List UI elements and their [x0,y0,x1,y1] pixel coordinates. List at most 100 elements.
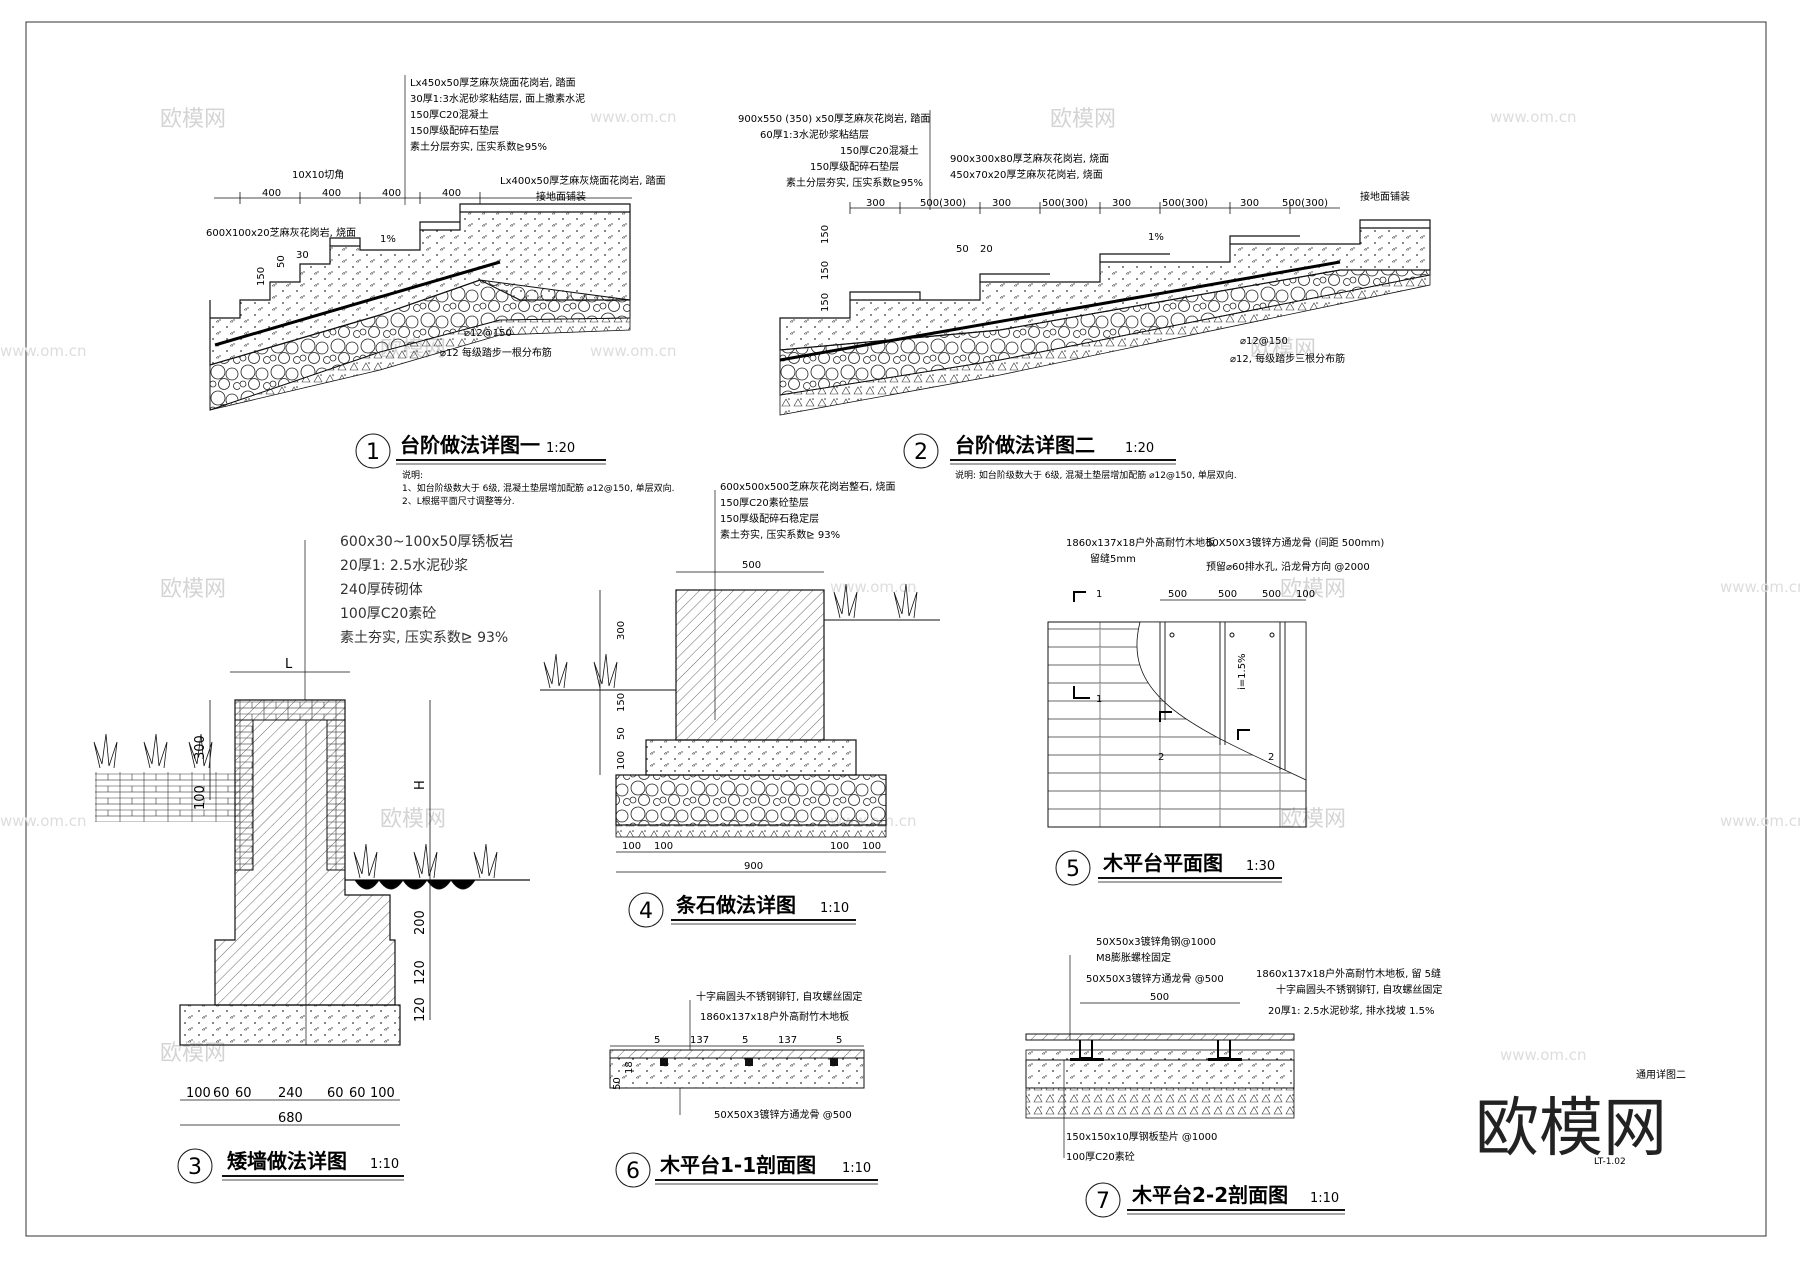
dim-text: 400 [262,188,281,199]
dim-text: 300 [1112,198,1131,209]
stair-earth [209,317,631,411]
dim-text: 500(300) [920,198,966,209]
callout-text: ⌀12 每级踏步一根分布筋 [440,346,552,359]
dim-text: 137 [690,1035,709,1046]
dim-text: 200 [413,910,428,935]
callout-text: 素土夯实, 压实系数⊵ 93% [340,630,508,646]
dim-text: 120 [413,960,428,985]
detail-number-circle [615,1152,651,1188]
detail-scale: 1:20 [546,441,575,456]
callout-text: 30厚1:3水泥砂浆粘结层, 面上撒素水泥 [410,92,585,105]
section-mark: 1 [1096,694,1102,705]
detail-scale: 1:30 [1246,859,1275,874]
detail-number: 3 [188,1155,202,1180]
detail-title: 木平台2-2剖面图 [1131,1183,1288,1207]
detail-scale: 1:20 [1125,441,1154,456]
dim-text: 100 [1296,589,1315,600]
dim-text: 50 [612,1077,623,1090]
detail-number: 7 [1096,1189,1110,1214]
note-text: 2、L根据平面尺寸调整等分. [402,495,515,507]
detail-number: 4 [639,899,653,924]
detail-number-circle [903,433,939,469]
callout-text: M8膨胀螺栓固定 [1096,951,1171,964]
dim-text: 500(300) [1162,198,1208,209]
watermark-url: www.om.cn [1720,812,1800,830]
dim-text: 5 [742,1035,748,1046]
callout-text: 150厚C20混凝土 [410,108,489,121]
callout-text: 150厚级配碎石稳定层 [720,512,819,525]
detail-number: 5 [1066,857,1080,882]
watermark-url: www.om.cn [0,342,87,360]
callout-text: Lx400x50厚芝麻灰烧面花岗岩, 踏面 [500,174,666,187]
dim-text: 20 [980,244,993,255]
dim-text: 50 [956,244,969,255]
callout-text: 素土分层夯实, 压实系数⊵95% [786,176,923,189]
dim-text: 400 [442,188,461,199]
dim-text: 100 [186,1086,211,1101]
callout-text: 50X50x3镀锌角钢@1000 [1096,935,1216,948]
callout-text: 20厚1: 2.5水泥砂浆, 排水找坡 1.5% [1268,1004,1434,1017]
dim-text: 50 [276,255,287,268]
note-text: 说明: [402,469,423,481]
watermark-logo: 欧模网 [160,577,226,602]
callout-text: 1860x137x18户外高耐竹木地板 [1066,536,1215,549]
detail-number: 1 [366,440,380,465]
dim-text: 400 [322,188,341,199]
dim-text: 30 [296,250,309,261]
detail-7-deck-section-2: 500 50X50x3镀锌角钢@1000 M8膨胀螺栓固定 50X50X3镀锌方… [1025,935,1442,1218]
stair-earth [779,274,1431,416]
callout-text: 50X50X3镀锌方通龙骨 (间距 500mm) [1206,536,1384,549]
dim-text: 100 [622,841,641,852]
watermark-url: www.om.cn [590,342,677,360]
callout-text: 600X100x20芝麻灰花岗岩, 烧面 [206,226,356,239]
section-mark: 2 [1158,752,1164,763]
watermark-logo: 欧模网 [380,807,446,832]
detail-number: 6 [626,1159,640,1184]
watermark-logo: 欧模网 [1280,577,1346,602]
detail-number-circle [177,1148,213,1184]
watermark-url: www.om.cn [1500,1046,1587,1064]
callout-text: 100厚C20素砼 [340,606,436,622]
dim-text: 60 [327,1086,344,1101]
dim-text: 100 [654,841,673,852]
dim-text: 150 [820,293,831,312]
note-text: 1、如台阶级数大于 6级, 混凝土垫层增加配筋 ⌀12@150, 单层双向. [402,482,675,494]
dim-text: 150 [820,261,831,280]
watermark-url: www.om.cn [830,578,917,596]
dim-text: 100 [830,841,849,852]
dim-text: 900 [744,861,763,872]
callout-text: 50X50X3镀锌方通龙骨 @500 [714,1108,852,1121]
callout-text: 十字扁圆头不锈钢铆钉, 自攻螺丝固定 [696,990,862,1003]
callout-text: 十字扁圆头不锈钢铆钉, 自攻螺丝固定 [1276,983,1442,996]
detail-1-stairs: 400 400 400 400 1% 150 50 30 Lx450x50厚芝麻… [206,75,675,507]
dim-text: 680 [278,1111,303,1126]
callout-text: 450x70x20厚芝麻灰花岗岩, 烧面 [950,168,1103,181]
watermark-url: www.om.cn [0,812,87,830]
dim-text: 60 [349,1086,366,1101]
dim-text: 150 [256,267,267,286]
callout-text: 20厚1: 2.5水泥砂浆 [340,558,468,574]
detail-title: 木平台1-1剖面图 [659,1153,816,1177]
watermark-url: www.om.cn [1720,578,1800,596]
dim-text: L [285,657,293,672]
slope-label: 1% [380,234,396,245]
dim-text: 100 [193,785,208,810]
dim-text: 60 [213,1086,230,1101]
detail-4-stone-block: 600x500x500芝麻灰花岗岩整石, 烧面 150厚C20素砼垫层 150厚… [540,480,940,928]
detail-2-stairs: 300 500(300) 300 500(300) 300 500(300) 3… [738,110,1431,481]
dim-text: 500 [1150,992,1169,1003]
callout-text: ⌀12, 每级踏步三根分布筋 [1230,352,1345,365]
dim-text: 120 [413,997,428,1022]
detail-title: 台阶做法详图二 [955,433,1095,457]
dim-text: 150 [616,693,627,712]
callout-text: Lx450x50厚芝麻灰烧面花岗岩, 踏面 [410,76,576,89]
callout-text: 150厚级配碎石垫层 [410,124,499,137]
dim-text: 500 [1218,589,1237,600]
dim-text: 300 [193,735,208,760]
dim-text: 500(300) [1282,198,1328,209]
sheet-border [25,21,1767,1237]
slope-label: i=1.5% [1237,653,1248,690]
detail-scale: 1:10 [1310,1191,1339,1206]
callout-text: 600x30~100x50厚锈板岩 [340,534,513,550]
callout-text: 150厚级配碎石垫层 [810,160,899,173]
